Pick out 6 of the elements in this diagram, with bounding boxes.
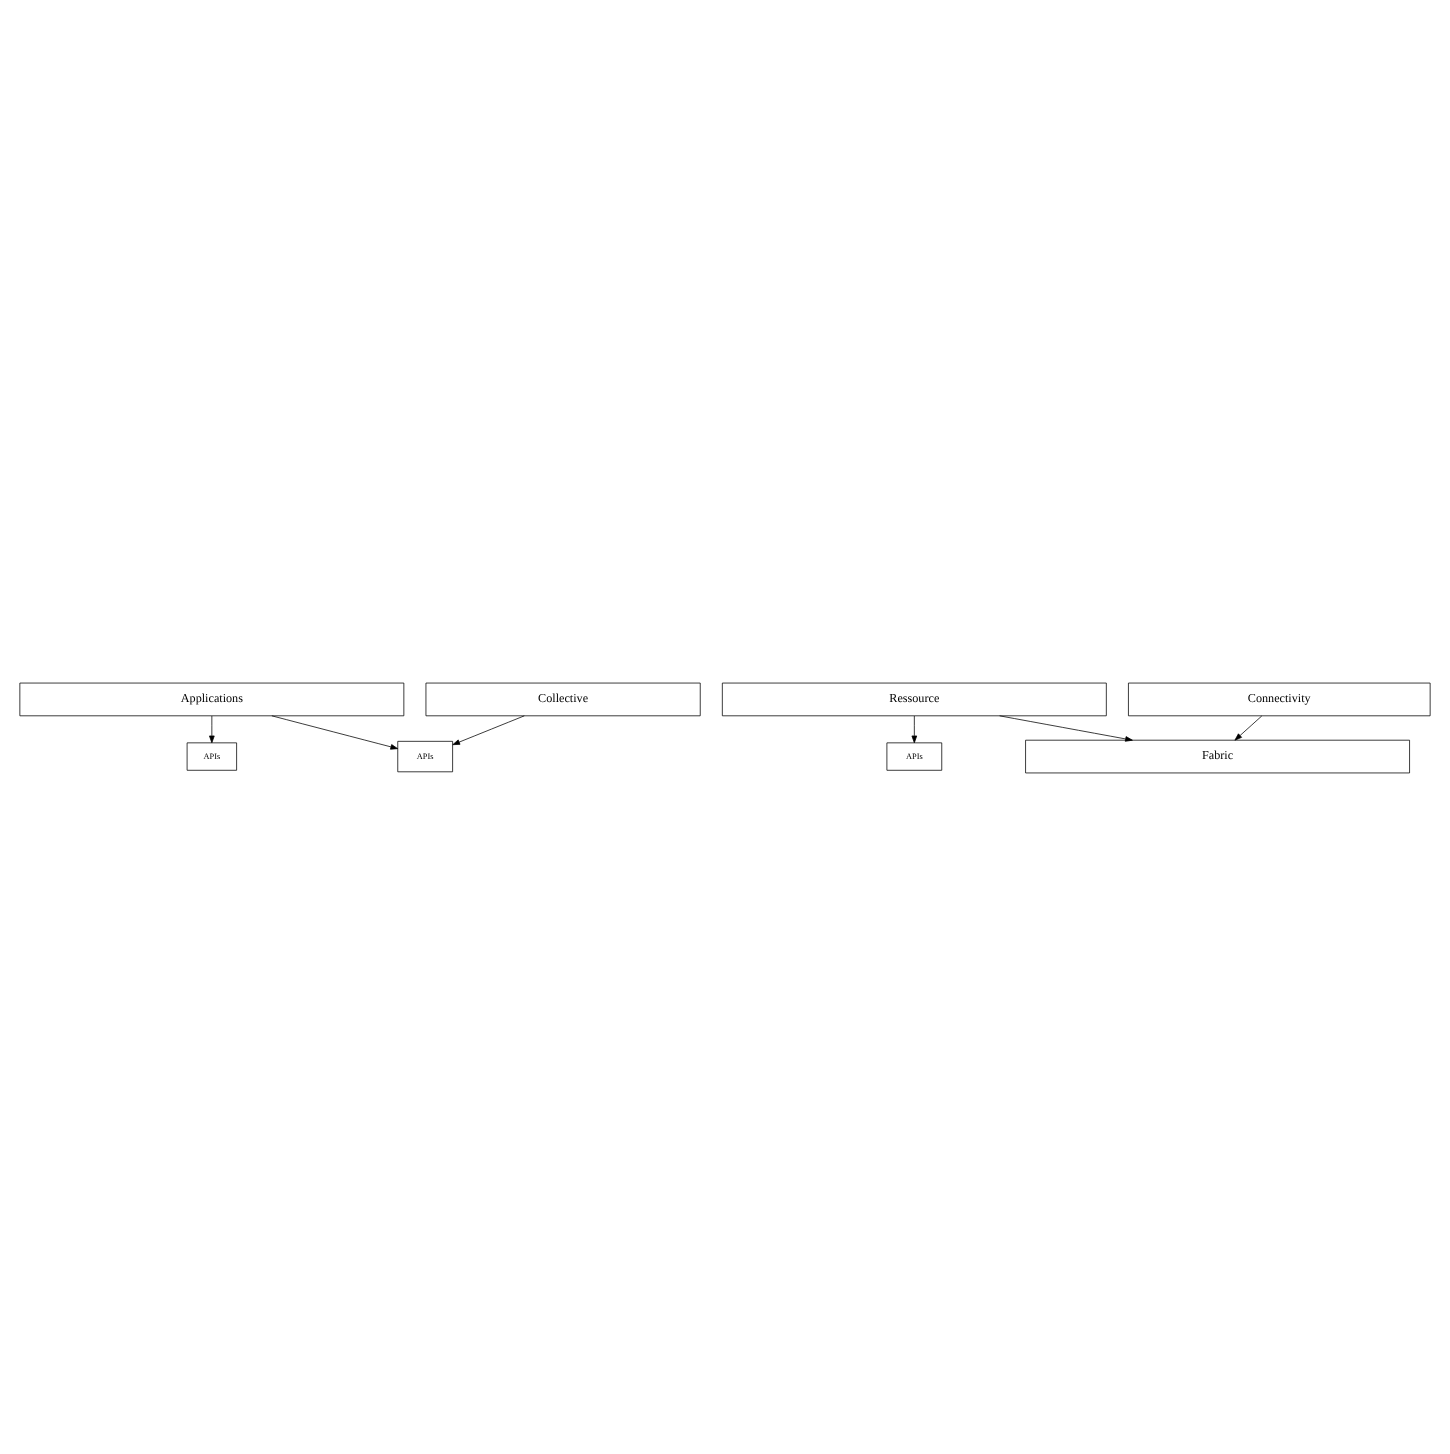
- arrow: [452, 714, 525, 745]
- arrow: [999, 714, 1133, 741]
- arrow: [271, 714, 399, 749]
- arrow: [1234, 714, 1263, 740]
- arrow: [911, 714, 918, 743]
- arrow: [209, 714, 215, 743]
